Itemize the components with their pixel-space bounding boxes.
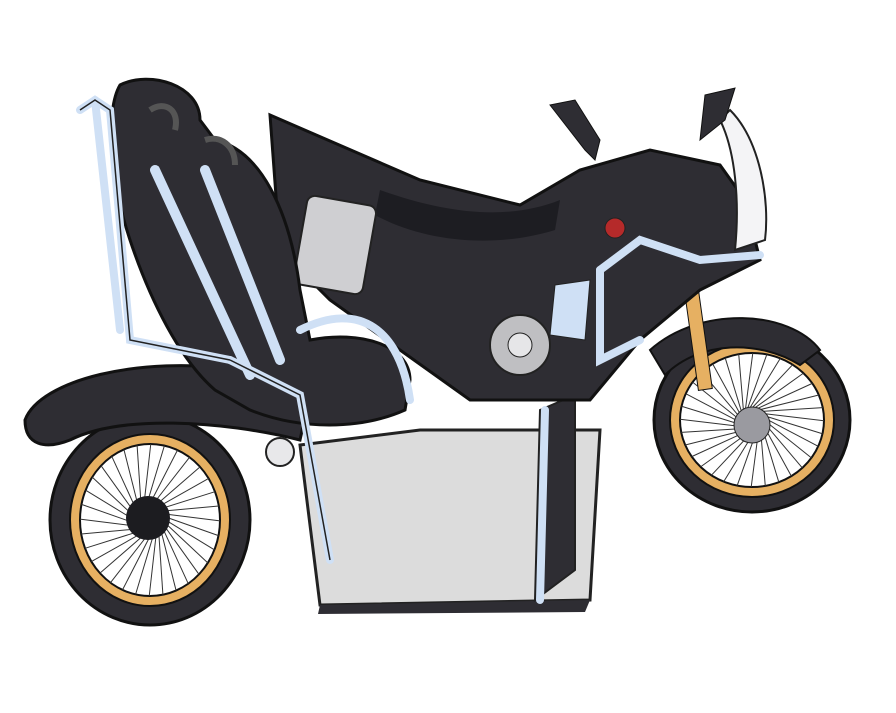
wheel-spoke [749, 358, 781, 409]
wheel-spoke [99, 531, 148, 574]
wheel-spoke [763, 422, 803, 469]
wheel-spoke [161, 517, 215, 551]
wheel-spoke [135, 530, 156, 595]
wheel-spoke [746, 354, 768, 410]
wheel-spoke [160, 524, 189, 584]
wheel-spoke [738, 354, 745, 412]
wheel-spoke [744, 352, 754, 411]
wheel-spoke [758, 394, 819, 411]
wheel-spoke [159, 512, 221, 522]
wheel-spoke [681, 427, 744, 433]
wheel-spoke [679, 418, 743, 428]
wheel-spoke [712, 363, 742, 416]
motorcycle-body [268, 87, 768, 402]
wheel-spoke [724, 357, 743, 414]
wheel-spoke [751, 364, 794, 409]
wheel-spoke [157, 528, 164, 595]
wheel-spoke [160, 514, 219, 537]
indicator-light [604, 217, 626, 239]
sidecar-light [265, 437, 295, 467]
wheel-spoke [122, 531, 153, 591]
wheel-spoke [681, 405, 742, 426]
sidecar-wheel [48, 413, 252, 627]
sidecar-seat [109, 77, 412, 427]
wheel-spoke [148, 529, 158, 597]
wheel-spoke [685, 393, 741, 423]
wheel-spoke [761, 412, 825, 422]
wheel-spoke [756, 382, 813, 410]
wheel-spoke [763, 417, 819, 447]
wheel-spoke [762, 414, 823, 435]
wheel-spoke [161, 522, 200, 575]
wheel-spoke [754, 372, 804, 409]
wheel-spoke [763, 419, 812, 459]
wheel-spoke [760, 407, 823, 413]
wheel-spoke [159, 526, 177, 591]
wheel-spoke [161, 519, 209, 564]
sidecar-platform [298, 393, 602, 614]
wheel-spoke [110, 531, 151, 584]
